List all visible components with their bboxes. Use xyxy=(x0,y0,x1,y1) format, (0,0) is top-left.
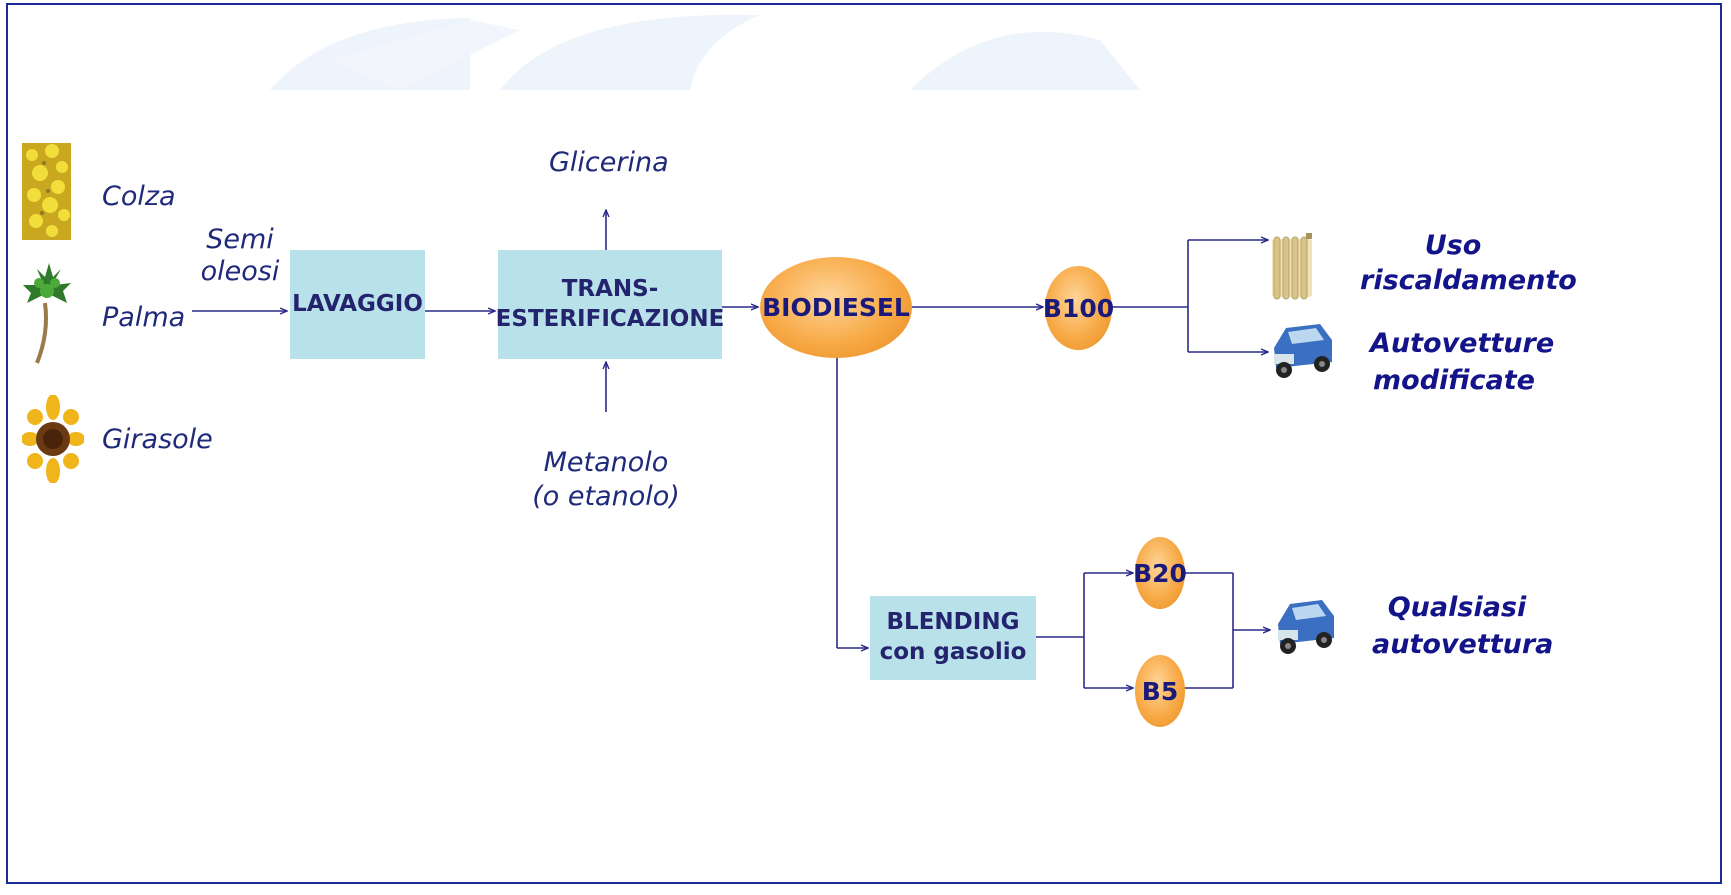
colza-flower-icon xyxy=(22,143,71,240)
uso-riscaldamento-label: Uso riscaldamento xyxy=(1360,230,1577,296)
semi-oleosi-label: Semi oleosi xyxy=(200,224,280,287)
b20-label: B20 xyxy=(1133,558,1187,588)
lavaggio-box: LAVAGGIO xyxy=(290,250,425,359)
sunflower-icon xyxy=(22,395,84,483)
b20-oval: B20 xyxy=(1133,537,1187,609)
blending-label-line2: con gasolio xyxy=(879,639,1027,665)
b5-label: B5 xyxy=(1141,676,1179,706)
transesterificazione-box: TRANS- ESTERIFICAZIONE xyxy=(495,250,725,359)
glicerina-label: Glicerina xyxy=(549,147,669,178)
b100-oval: B100 xyxy=(1042,266,1115,350)
b100-label: B100 xyxy=(1042,293,1115,323)
metanolo-label: Metanolo (o etanolo) xyxy=(532,447,680,512)
qualsiasi-autovettura-label: Qualsiasi autovettura xyxy=(1372,592,1554,660)
b5-oval: B5 xyxy=(1135,655,1185,727)
autovetture-modificate-label: Autovetture modificate xyxy=(1370,328,1555,396)
radiator-icon xyxy=(1272,233,1312,300)
biodiesel-oval: BIODIESEL xyxy=(760,257,912,358)
trans-label-line2: ESTERIFICAZIONE xyxy=(495,305,725,332)
colza-label: Colza xyxy=(102,181,176,212)
car-any-icon xyxy=(1278,600,1334,654)
biodiesel-label: BIODIESEL xyxy=(762,293,910,322)
slide-frame xyxy=(6,3,1722,884)
lavaggio-label: LAVAGGIO xyxy=(292,290,423,317)
blending-box: BLENDING con gasolio xyxy=(870,596,1036,680)
car-modified-icon xyxy=(1274,324,1332,378)
girasole-label: Girasole xyxy=(102,424,213,455)
blending-label-line1: BLENDING xyxy=(886,609,1020,636)
trans-label-line1: TRANS- xyxy=(561,275,659,302)
palma-label: Palma xyxy=(102,302,186,333)
palm-tree-icon xyxy=(23,263,71,364)
